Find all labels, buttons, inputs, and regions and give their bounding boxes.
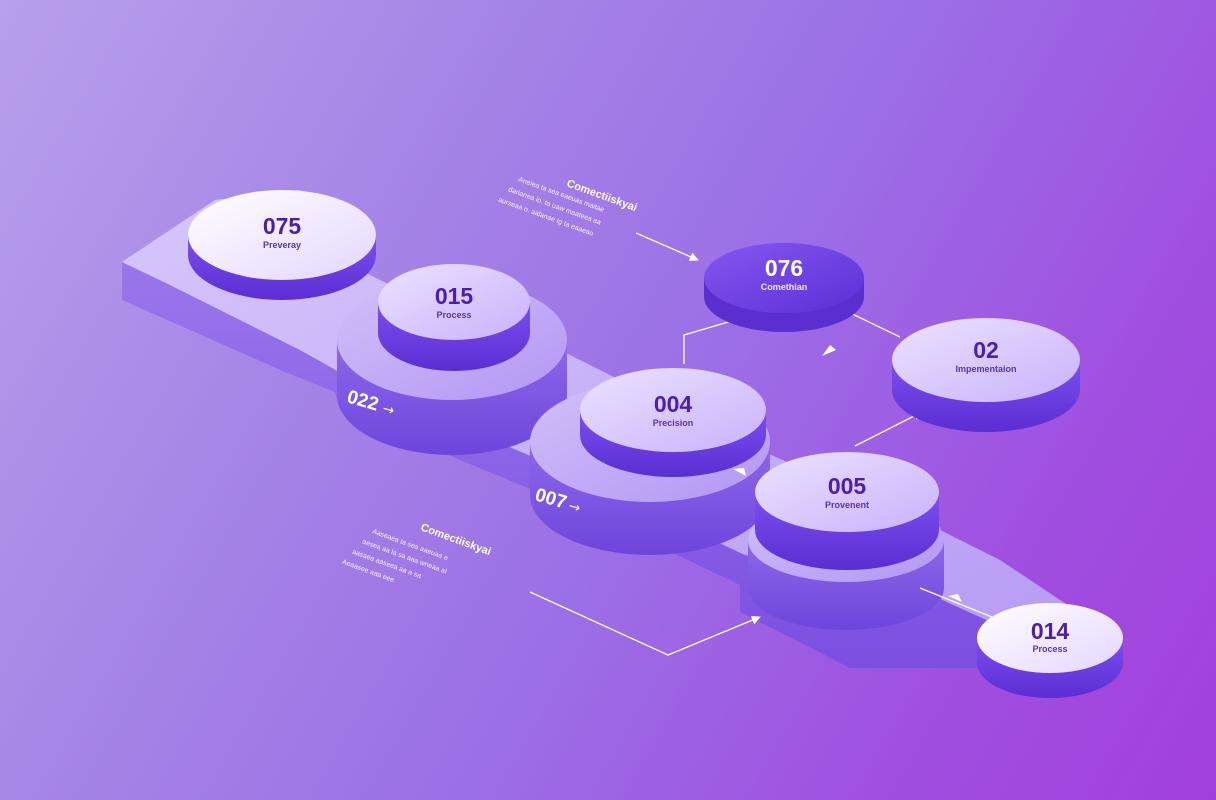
disc-014-label: Process xyxy=(1032,644,1067,654)
disc-02-top xyxy=(892,318,1080,402)
disc-076-top xyxy=(704,243,864,313)
disc-075: 075 Preveray xyxy=(188,190,376,300)
disc-076-label: Comethian xyxy=(761,282,808,292)
disc-075-top xyxy=(188,190,376,280)
disc-005-top xyxy=(755,452,939,532)
disc-075-label: Preveray xyxy=(263,240,301,250)
disc-004-value: 004 xyxy=(654,391,693,417)
disc-015-top xyxy=(378,264,530,340)
disc-076-value: 076 xyxy=(765,255,803,281)
connector-005-02 xyxy=(854,411,923,447)
disc-004-label: Precision xyxy=(653,418,694,428)
disc-014: 014 Process xyxy=(977,603,1123,698)
connector-004-076 xyxy=(683,319,736,364)
disc-015: 015 Process xyxy=(378,264,530,371)
disc-005-label: Provenent xyxy=(825,500,869,510)
disc-004-top xyxy=(580,368,766,452)
disc-015-label: Process xyxy=(436,310,471,320)
platform-side xyxy=(122,262,1075,668)
disc-02-value: 02 xyxy=(973,337,999,363)
small-arrowheads xyxy=(733,345,962,602)
step-marker-007-arrow: → xyxy=(567,498,583,517)
step-marker-022-arrow: → xyxy=(380,401,396,420)
arrowhead-near-02 xyxy=(822,345,836,356)
arrowhead-near-005 xyxy=(733,468,746,476)
arrowhead-near-014 xyxy=(948,594,962,602)
connector-note2-base xyxy=(529,591,761,656)
disc-02: 02 Impementaion xyxy=(892,318,1080,432)
disc-005: 005 Provenent xyxy=(755,452,939,570)
disc-076: 076 Comethian xyxy=(704,243,864,332)
annotation-1-body: Aneiea ta sea eaeuas maitae darianea io.… xyxy=(497,176,605,237)
disc-014-value: 014 xyxy=(1031,618,1070,644)
disc-005-value: 005 xyxy=(828,473,867,499)
disc-02-label: Impementaion xyxy=(955,364,1016,374)
connector-note1-076 xyxy=(635,232,699,261)
disc-014-top xyxy=(977,603,1123,673)
disc-004: 004 Precision xyxy=(580,368,766,477)
disc-075-value: 075 xyxy=(263,213,302,239)
connector-005-014 xyxy=(919,587,993,618)
disc-015-value: 015 xyxy=(435,283,474,309)
